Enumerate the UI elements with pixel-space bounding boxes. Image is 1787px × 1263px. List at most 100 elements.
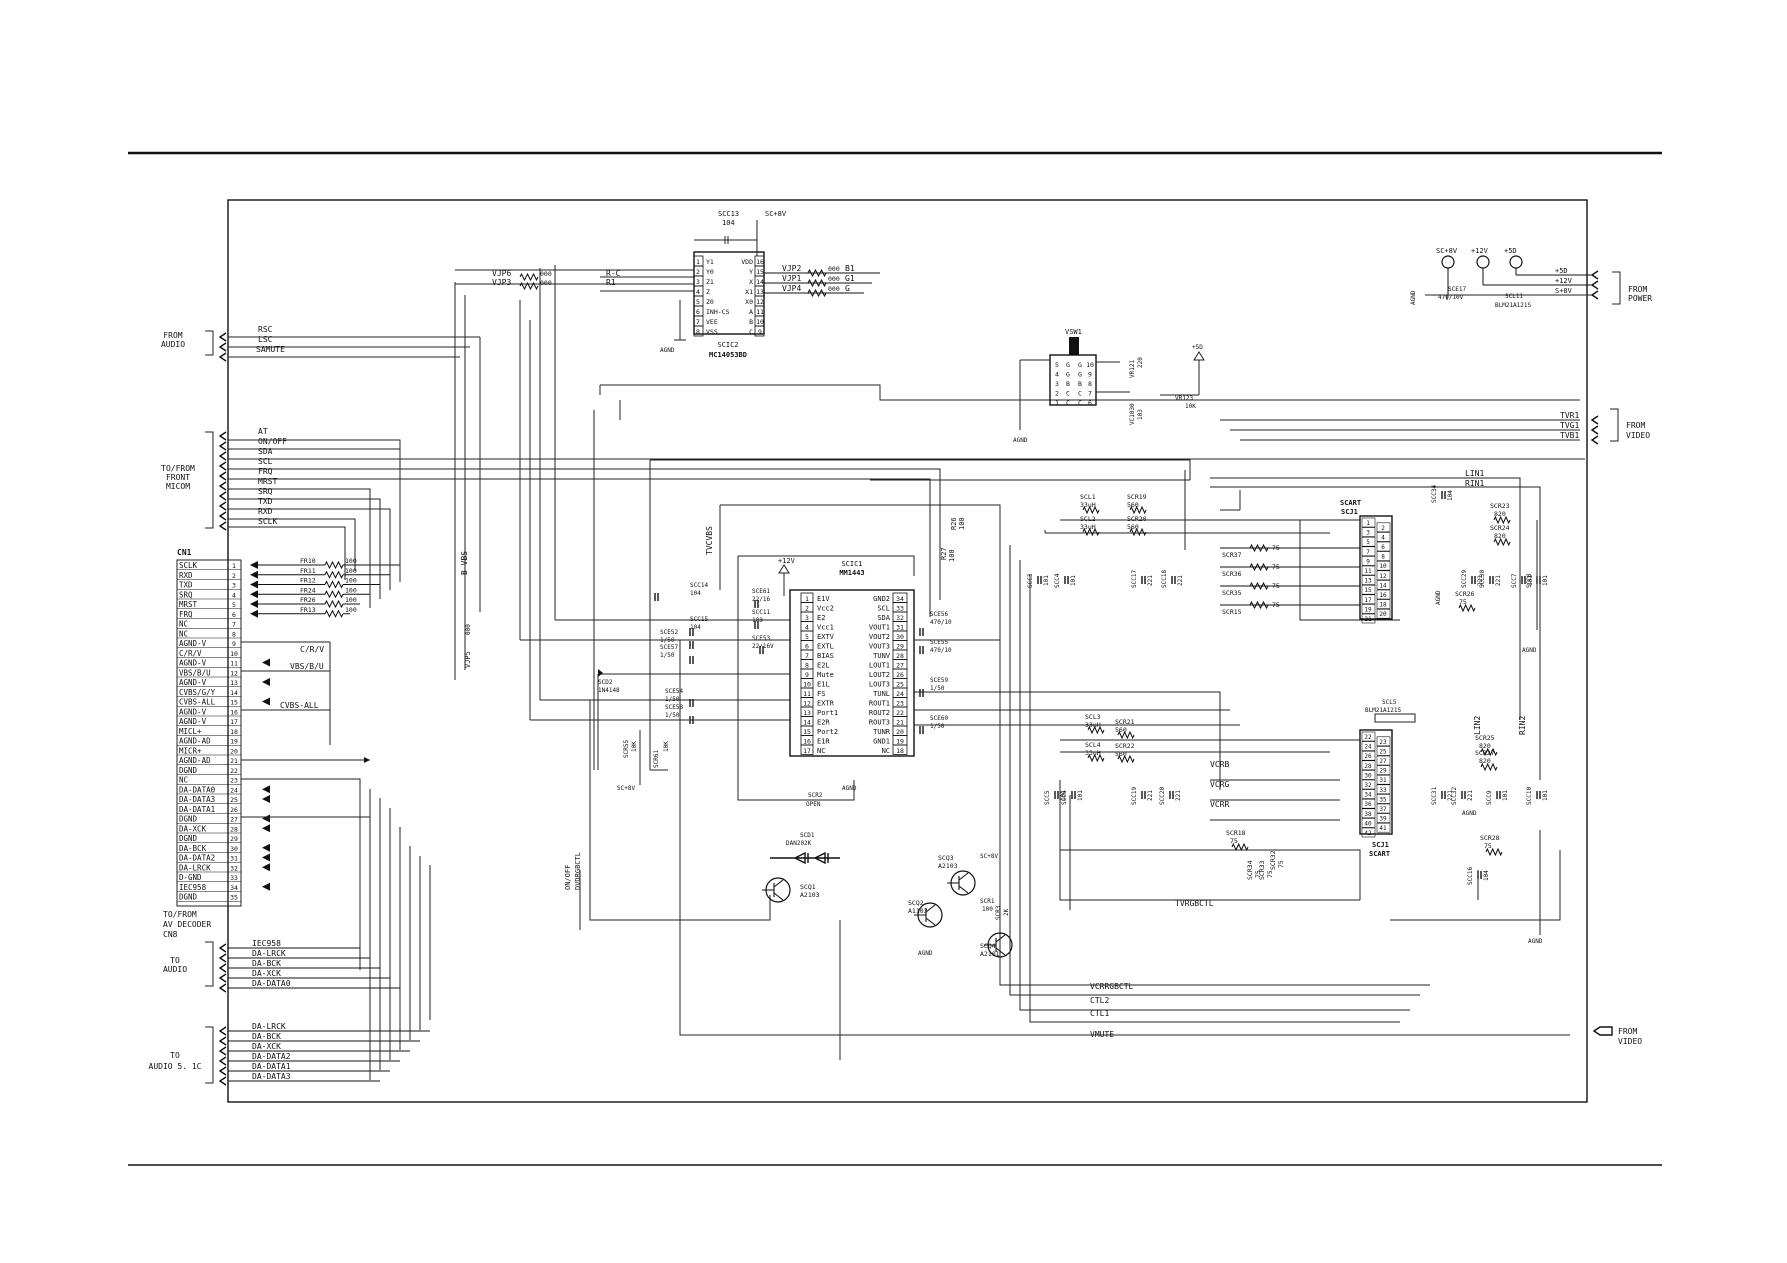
net-tvrgbctl: TVRGBCTL bbox=[1175, 899, 1214, 908]
net-wires bbox=[228, 265, 1585, 1060]
cn1-arrow bbox=[262, 795, 270, 803]
scart1-gnd: AGND bbox=[1435, 590, 1442, 605]
cn1-pin-label: SCLK bbox=[179, 561, 198, 570]
scart2-gnd: AGND bbox=[1462, 810, 1477, 817]
cn1-pin-number: 16 bbox=[230, 708, 238, 716]
scic1-pin-name: TUNR bbox=[873, 728, 891, 736]
vsw-pin-num-r: 7 bbox=[1088, 390, 1092, 398]
vsw-pin-letter-r: C bbox=[1078, 399, 1082, 407]
scart2-pin-num: 35 bbox=[1379, 796, 1387, 803]
cn1-pin-number: 25 bbox=[230, 796, 238, 804]
transistor-ref: SCQ1 bbox=[800, 883, 816, 891]
scic1-cap-ref: SCE56 bbox=[930, 611, 948, 618]
cn1-res-val: 100 bbox=[345, 577, 357, 585]
scic1-supply: +12V bbox=[778, 557, 796, 565]
scic1-cap-val: 22/16 bbox=[752, 596, 770, 603]
scic2-right-net: B1 bbox=[845, 264, 855, 273]
scic1-cap bbox=[689, 628, 694, 636]
cn1-arrow bbox=[262, 785, 270, 794]
scic1-pin-num: 22 bbox=[896, 709, 904, 717]
scart2-filter-part bbox=[1087, 725, 1105, 735]
scart1-pin-box bbox=[1361, 527, 1376, 537]
scart2-pin-num: 33 bbox=[1379, 787, 1387, 794]
cn1-pin-label: C/R/V bbox=[179, 649, 202, 658]
cn1-res-ref: FR13 bbox=[300, 606, 316, 614]
scic2-right-resistor bbox=[807, 268, 827, 278]
vsw-pin-num-r: 8 bbox=[1088, 380, 1092, 388]
to-audio-signal: IEC958 bbox=[252, 939, 281, 948]
scart1-pin-num: 19 bbox=[1364, 606, 1372, 613]
video-signal: TVG1 bbox=[1560, 421, 1579, 430]
scic2-pin-num: 8 bbox=[696, 328, 700, 336]
cn1-pin-number: 3 bbox=[232, 582, 236, 590]
scart1-title-2: SCJ1 bbox=[1341, 508, 1358, 516]
video-conn bbox=[1590, 425, 1599, 435]
scic2-left-net: R1 bbox=[606, 278, 616, 287]
scart1-cap-val: 221 bbox=[1147, 575, 1154, 586]
scart1-right-ref: SCR24 bbox=[1490, 524, 1510, 532]
scic1-pin-num: 7 bbox=[805, 652, 809, 660]
scic1-cap-ref: SCE57 bbox=[660, 644, 678, 651]
scart1-pin-num: 17 bbox=[1364, 597, 1372, 604]
front-micom-connector: TO/FROM FRONT MICOM ATON/OFFSDASCLFRQMRS… bbox=[161, 427, 287, 531]
scart1-resistor bbox=[1249, 562, 1269, 572]
scart1-cap-val: 101 bbox=[1070, 575, 1077, 586]
micom-signal: AT bbox=[258, 427, 268, 436]
scart2-cap bbox=[1054, 791, 1059, 799]
scart1-pin-num: 7 bbox=[1366, 549, 1370, 556]
cn1-res-arrow bbox=[250, 561, 258, 569]
vc1030-val: 103 bbox=[1137, 409, 1144, 420]
scic1-cap-val: 1/50 bbox=[665, 712, 680, 719]
scic2-pin-num: 12 bbox=[756, 298, 764, 306]
cn1-pin-number: 14 bbox=[230, 689, 238, 697]
transistor-leads bbox=[914, 904, 936, 926]
front-micom-title-2: FRONT bbox=[166, 473, 190, 482]
sc8v-label: SC+8V bbox=[617, 785, 635, 792]
cn1-pin-number: 9 bbox=[232, 640, 236, 648]
scic1-cap bbox=[919, 628, 924, 636]
scic1-pin-num: 19 bbox=[896, 738, 904, 746]
scart1-filter-part bbox=[1129, 505, 1147, 515]
scl5-ref: SCL5 bbox=[1382, 699, 1397, 706]
scic2-pin-name: Y0 bbox=[706, 268, 714, 276]
scic2-pin-name: Y1 bbox=[706, 258, 714, 266]
vsw-pin-num: 3 bbox=[1055, 380, 1059, 388]
micom-conn-3 bbox=[218, 461, 227, 471]
scart2-pin-box bbox=[1376, 746, 1391, 756]
scic2-pin-name: Z0 bbox=[706, 298, 714, 306]
scl11-ref: SCL11 bbox=[1505, 293, 1523, 300]
to-audio-conn bbox=[218, 963, 227, 973]
scic2-right-res-ref: VJP4 bbox=[782, 284, 801, 293]
from-video-title: FROM bbox=[1626, 421, 1645, 430]
scart1-cap-val: 221 bbox=[1477, 575, 1484, 586]
transistor-part: A2101 bbox=[980, 950, 1000, 958]
scart2-cap-ref: SCC16 bbox=[1467, 867, 1474, 885]
cn1-arrow bbox=[262, 853, 270, 862]
scart1-cap-ref: SCC8 bbox=[1526, 573, 1533, 588]
scic1-pin-name: E2L bbox=[817, 662, 830, 670]
scart1-filter-part bbox=[1129, 527, 1147, 537]
cn1-pin-label: AGND-V bbox=[179, 659, 207, 668]
cn1-pin-label: RXD bbox=[179, 571, 193, 580]
scart2-res-val: 75 bbox=[1484, 842, 1492, 850]
micom-signal: ON/OFF bbox=[258, 437, 287, 446]
scart2-gnd-2: AGND bbox=[1528, 938, 1543, 945]
to-audio-connector: TO AUDIO IEC958DA-LRCKDA-BCKDA-XCKDA-DAT… bbox=[163, 939, 400, 993]
scic1-pin-num: 20 bbox=[896, 728, 904, 736]
cn1-res-ref: FR26 bbox=[300, 596, 316, 604]
cn1-arrow bbox=[262, 658, 270, 667]
net-r27-val: 100 bbox=[948, 549, 956, 562]
cn1-pin-number: 33 bbox=[230, 874, 238, 882]
scart1-resistor bbox=[1249, 581, 1269, 591]
scic1-cap bbox=[919, 689, 924, 697]
net-lin2: LIN2 bbox=[1473, 716, 1482, 735]
scic2-pin-num: 3 bbox=[696, 278, 700, 286]
scic1-pin-num: 15 bbox=[803, 728, 811, 736]
scic2-pin-name: Y bbox=[749, 268, 753, 276]
cn1-pin-label: NC bbox=[179, 629, 188, 638]
scart1-cap-ref: SCC29 bbox=[1461, 570, 1468, 588]
scic2-pin-num: 4 bbox=[696, 288, 700, 296]
micom-signal: FRQ bbox=[258, 467, 273, 476]
